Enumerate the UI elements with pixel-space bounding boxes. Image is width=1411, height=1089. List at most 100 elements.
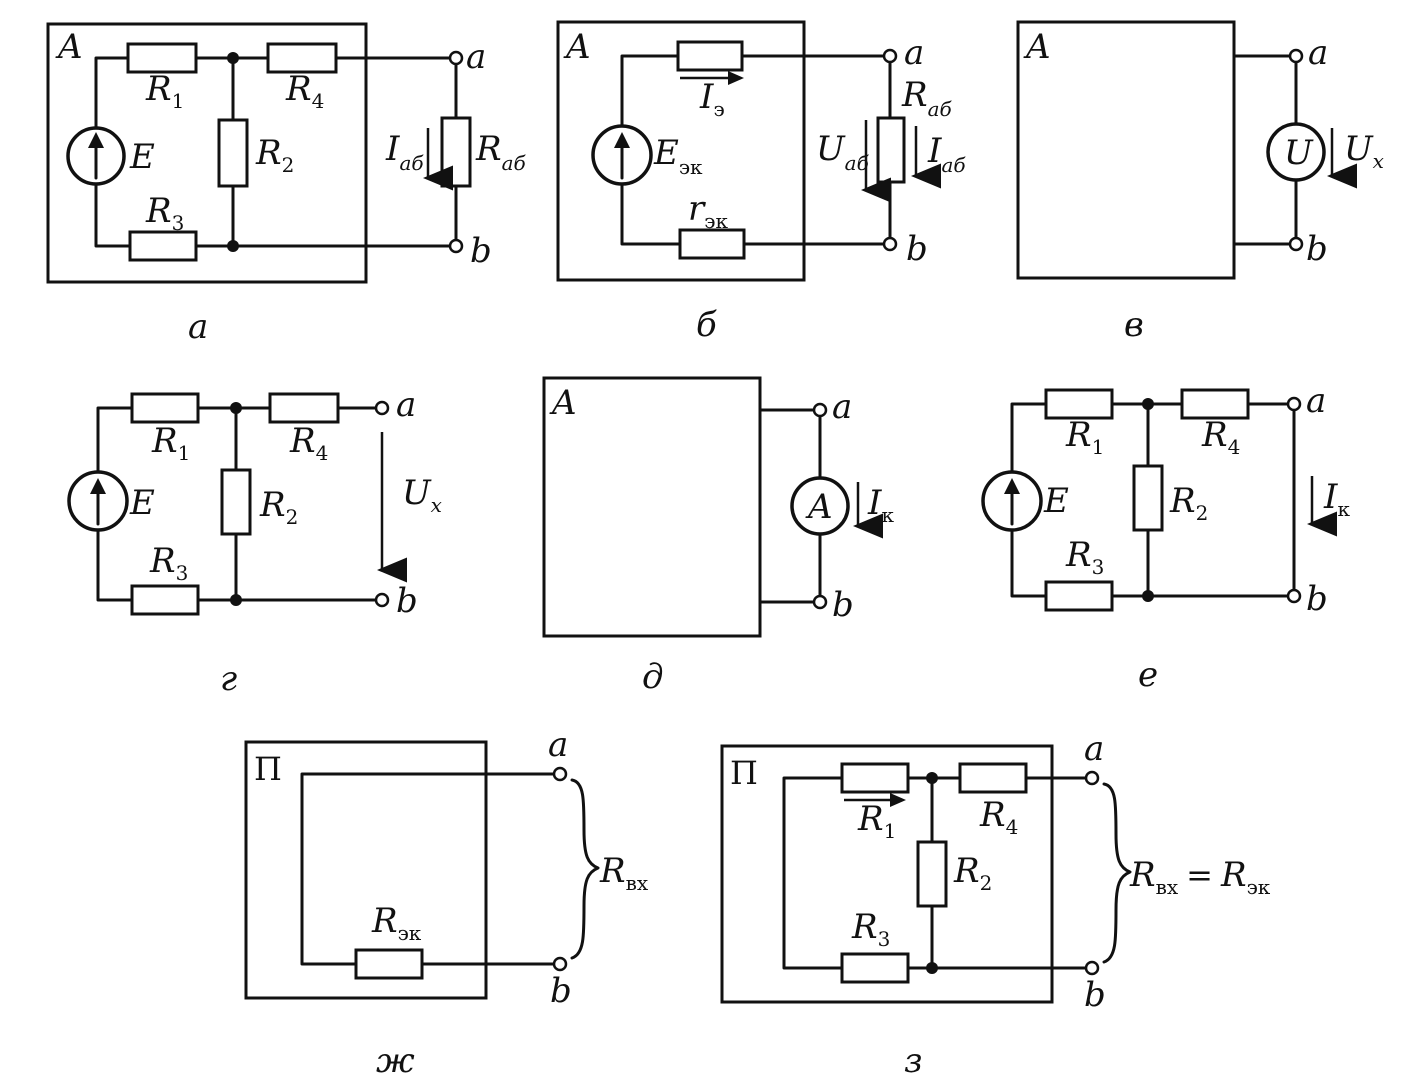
resistor-rek xyxy=(354,948,424,980)
box-label: A xyxy=(563,27,591,67)
box-label: A xyxy=(549,383,577,423)
node-dot xyxy=(227,240,239,252)
voltmeter xyxy=(1266,122,1326,182)
node-dot xyxy=(230,594,242,606)
terminal-b xyxy=(1084,960,1100,976)
resistor-r4 xyxy=(268,392,340,424)
label-e: E xyxy=(129,137,155,177)
label-rab: Rаб xyxy=(901,75,953,121)
label-rek: Rэк xyxy=(371,901,422,945)
terminal-b-label: b xyxy=(550,971,572,1011)
current-arrowhead xyxy=(728,71,744,85)
terminal-b xyxy=(1288,236,1304,252)
terminal-a xyxy=(812,402,828,418)
caption-z: з xyxy=(904,1041,923,1081)
terminal-b xyxy=(812,594,828,610)
brace xyxy=(1102,782,1132,964)
label-rvx-equals-rek: Rвх=Rэк xyxy=(1129,855,1271,899)
resistor-rab xyxy=(876,116,906,184)
label-r4: R4 xyxy=(285,69,324,113)
terminal-a-label: a xyxy=(832,387,852,427)
box-label: П xyxy=(730,754,758,792)
label-ie: Iэ xyxy=(699,77,725,121)
voltmeter-label: U xyxy=(1284,133,1314,173)
terminal-b xyxy=(882,236,898,252)
passive-network-box xyxy=(720,744,1054,1004)
caption-d: д xyxy=(642,657,664,697)
terminal-a xyxy=(1288,48,1304,64)
label-rab: Rаб xyxy=(475,129,527,175)
resistor-r3 xyxy=(1044,580,1114,612)
label-r4: R4 xyxy=(979,795,1018,839)
terminal-a-label: a xyxy=(1308,33,1328,73)
resistor-rab xyxy=(440,116,472,188)
passive-network-box xyxy=(244,740,488,1000)
label-r4: R4 xyxy=(289,421,328,465)
label-r2: R2 xyxy=(1169,481,1208,525)
terminal-a xyxy=(882,48,898,64)
source-arrow-head xyxy=(1004,478,1020,494)
label-e: E xyxy=(129,483,155,523)
label-ik: Iк xyxy=(1323,477,1350,521)
terminal-a xyxy=(448,50,464,66)
label-r2: R2 xyxy=(259,485,298,529)
terminal-a-label: a xyxy=(548,725,568,765)
terminal-b xyxy=(448,238,464,254)
label-e: E xyxy=(1043,481,1069,521)
resistor-r4 xyxy=(266,42,338,74)
node-dot xyxy=(926,772,938,784)
resistor-r2 xyxy=(916,840,948,908)
panel-zh: П Rэк a b Rвх ж xyxy=(244,725,649,1081)
resistor-r2 xyxy=(1132,464,1164,532)
terminal-a xyxy=(1286,396,1302,412)
terminal-a-label: a xyxy=(1306,381,1326,421)
label-uab: Uаб xyxy=(816,129,870,175)
label-rvx: Rвх xyxy=(599,851,649,895)
box-label: A xyxy=(55,27,83,67)
label-ux: Uх xyxy=(402,473,442,517)
terminal-a xyxy=(552,766,568,782)
terminal-b-label: b xyxy=(1306,579,1328,619)
label-ux: Uх xyxy=(1344,129,1384,173)
resistor-internal xyxy=(676,40,744,72)
terminal-a-label: a xyxy=(466,37,486,77)
caption-b: б xyxy=(696,305,717,345)
terminal-b xyxy=(1286,588,1302,604)
label-r1: R1 xyxy=(145,69,184,113)
label-rek: rэк xyxy=(688,189,728,233)
resistor-r1 xyxy=(840,762,910,794)
label-r3: R3 xyxy=(149,541,188,585)
label-r1: R1 xyxy=(857,799,896,843)
caption-g: г xyxy=(220,659,237,699)
caption-e: е xyxy=(1138,655,1158,695)
bottom-wire xyxy=(620,182,892,246)
terminal-b xyxy=(552,956,568,972)
terminal-b-label: b xyxy=(1084,975,1106,1015)
node-dot xyxy=(926,962,938,974)
terminal-b-label: b xyxy=(470,231,492,271)
network-box xyxy=(46,22,368,284)
source-arrow-head xyxy=(614,132,630,148)
panel-z: П a b R1 R4 R2 R3 Rвх=Rэк з xyxy=(720,729,1271,1081)
label-r1: R1 xyxy=(1065,415,1104,459)
node-dot xyxy=(1142,398,1154,410)
panel-g: a b Uх R1 R4 R2 R3 E г xyxy=(67,385,442,699)
box-label: A xyxy=(1023,27,1051,67)
loop-wire xyxy=(300,772,560,966)
resistor-r3 xyxy=(840,952,910,984)
terminal-a-label: a xyxy=(396,385,416,425)
caption-v: в xyxy=(1124,305,1144,345)
panel-a: A a b R1 R4 R2 R3 E Iаб Rаб а xyxy=(46,22,527,347)
caption-zh: ж xyxy=(376,1041,415,1081)
left-wire xyxy=(782,776,844,970)
node-dot xyxy=(230,402,242,414)
node-dot xyxy=(1142,590,1154,602)
terminal-a xyxy=(374,400,390,416)
terminal-b-label: b xyxy=(832,585,854,625)
terminal-a-label: a xyxy=(1084,729,1104,769)
label-r2: R2 xyxy=(953,851,992,895)
resistor-r4 xyxy=(1180,388,1250,420)
label-r2: R2 xyxy=(255,133,294,177)
resistor-r2 xyxy=(220,468,252,536)
